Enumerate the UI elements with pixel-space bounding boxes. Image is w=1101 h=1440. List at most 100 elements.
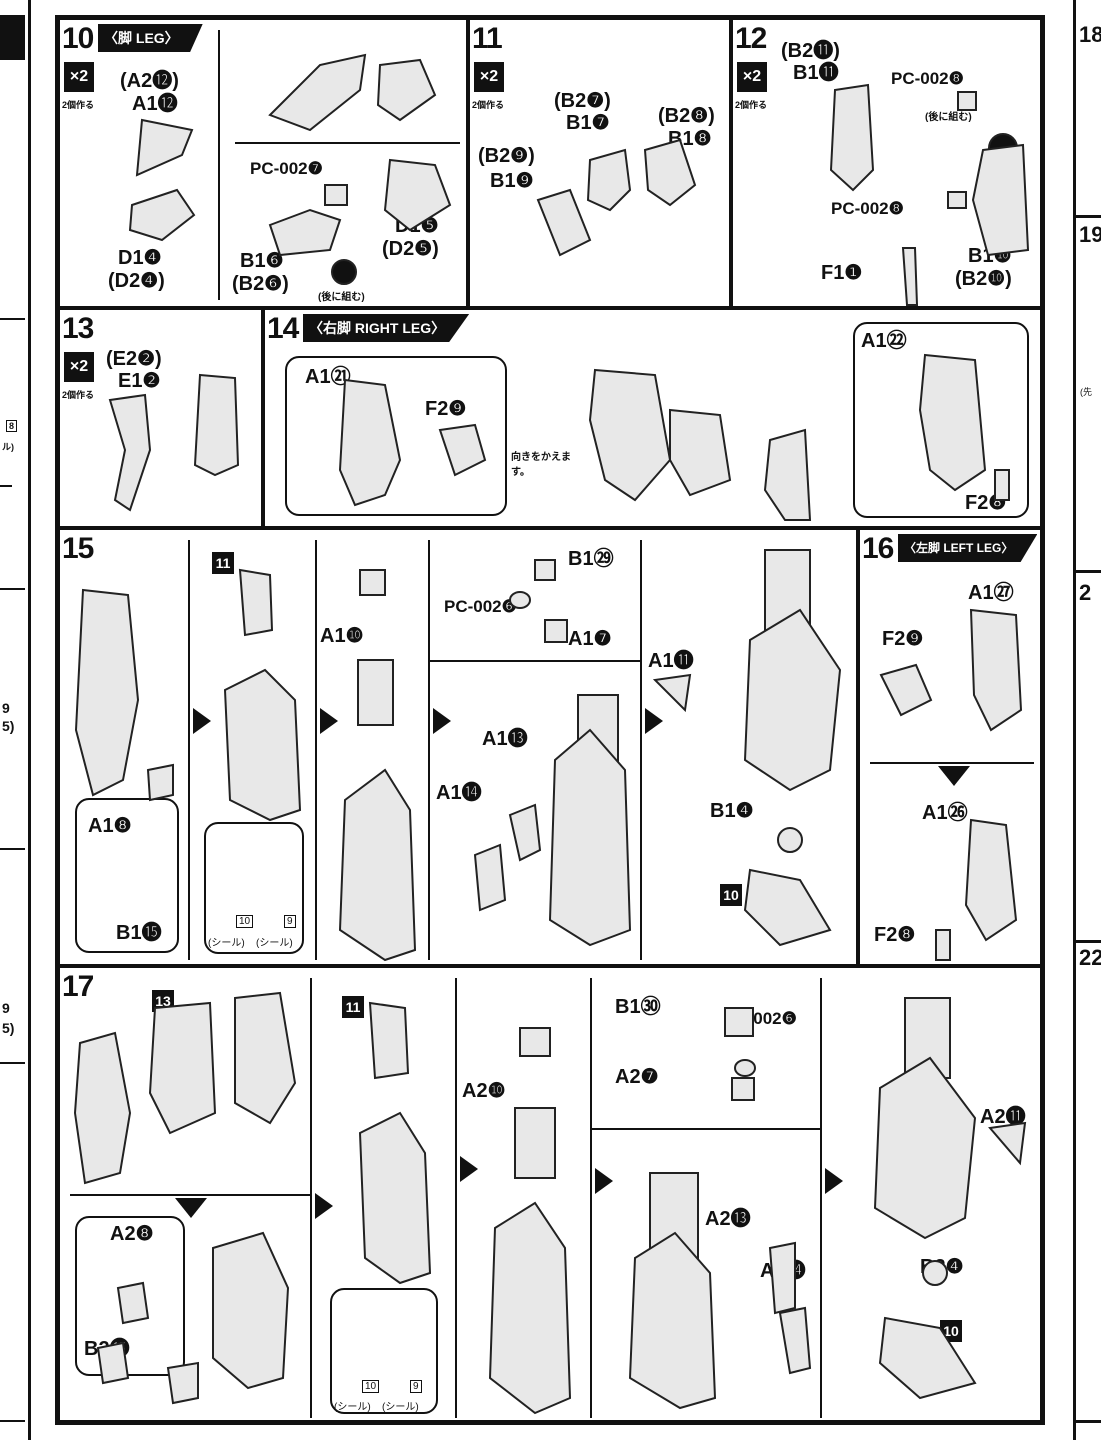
- part-label: B1❾: [490, 170, 534, 192]
- next-arrow: [825, 1168, 843, 1194]
- multiplier-badge: ×2: [737, 62, 767, 92]
- step-15-panel: 15 11 10 A1❽ B1⓯ A1❿ PC-002❻ B1㉙ A1❼ A1⓭…: [58, 528, 858, 966]
- part-label: PC-002❻: [444, 597, 517, 616]
- step-reference-10: 10: [720, 884, 742, 906]
- sub-divider: [870, 762, 1034, 764]
- sub-divider: [310, 978, 312, 1418]
- next-arrow: [595, 1168, 613, 1194]
- part-label: B1㉚: [615, 996, 661, 1018]
- part-label: A1㉖: [922, 802, 968, 824]
- sub-divider: [428, 540, 430, 960]
- part-label: A1㉒: [861, 330, 907, 352]
- edge-divider: [0, 1062, 25, 1064]
- step-11-panel: 11 ×2 2個作る (B2❼) B1❼ (B2❽) B1❽ (B2❾) B1❾: [468, 18, 731, 308]
- sticker-label: (シール): [334, 1402, 371, 1413]
- edge-text: 9: [2, 700, 10, 716]
- leg-part-drawing: [74, 588, 174, 802]
- next-arrow: [175, 1198, 207, 1218]
- step-number: 15: [62, 532, 94, 565]
- edge-divider: [1076, 570, 1101, 573]
- edge-divider: [0, 848, 25, 850]
- next-arrow: [645, 708, 663, 734]
- part-label: E1❷: [118, 370, 161, 392]
- edge-step-number: 18: [1079, 22, 1101, 47]
- step-10-panel: 10 〈脚 LEG〉 ×2 2個作る (A2⓬) A1⓬ PC-002❼ D1❹…: [58, 18, 468, 308]
- edge-text: 5): [2, 1020, 15, 1036]
- part-label: F2❽: [874, 924, 916, 946]
- leg-part-drawing: [879, 608, 1023, 732]
- sticker-label: (シール): [256, 938, 293, 949]
- assembly-note: (後に組む): [318, 292, 365, 303]
- black-joint-icon: [331, 259, 357, 285]
- step-number: 14: [267, 312, 299, 345]
- sub-divider: [218, 30, 220, 300]
- leg-part-drawing: [873, 997, 1027, 1400]
- sub-divider: [590, 978, 592, 1418]
- leg-part-drawing: [96, 1231, 290, 1405]
- part-label: PC-002❽: [831, 199, 904, 218]
- next-arrow: [938, 766, 970, 786]
- part-label: F2❾: [425, 398, 467, 420]
- part-label: (B2⓫): [781, 40, 840, 62]
- leg-part-drawing: [488, 1027, 572, 1415]
- step-number: 13: [62, 312, 94, 345]
- edge-header-block: [0, 15, 25, 60]
- step-reference-11: 11: [342, 996, 364, 1018]
- part-label: A1㉑: [305, 366, 351, 388]
- next-arrow: [460, 1156, 478, 1182]
- sub-divider: [455, 978, 457, 1418]
- step-number: 16: [862, 532, 894, 565]
- step-title: 〈脚 LEG〉: [98, 24, 203, 52]
- part-label: (D2❹): [108, 270, 165, 292]
- sub-divider: [235, 142, 460, 144]
- step-number: 17: [62, 970, 94, 1003]
- leg-part-drawing: [268, 53, 437, 132]
- part-label: PC-002❽: [891, 69, 964, 88]
- step-13-panel: 13 ×2 2個作る (E2❷) E1❷: [58, 308, 263, 528]
- part-label: (B2❼): [554, 90, 611, 112]
- part-label: A1❽: [88, 815, 132, 837]
- part-label: (D2❺): [382, 238, 439, 260]
- part-label: A2❼: [615, 1066, 659, 1088]
- multiplier-note: 2個作る: [62, 390, 95, 400]
- step-12-panel: 12 ×2 2個作る (B2⓫) B1⓫ PC-002❽ (後に組む) PC-0…: [731, 18, 1042, 308]
- step-16-panel: 16 〈左脚 LEFT LEG〉 F2❾ A1㉗ A1㉖ F2❽: [858, 528, 1042, 966]
- edge-step-number: 19: [1079, 222, 1101, 247]
- leg-part-drawing: [935, 818, 1018, 961]
- leg-part-drawing: [473, 559, 632, 947]
- step-17-panel: 17 13 11 10 A2❽ B2⓯ A2❿ B1㉚ PC-002❻ A2❼ …: [58, 966, 1042, 1422]
- part-label: A1⓫: [648, 650, 694, 672]
- sticker-number: 10: [362, 1380, 380, 1393]
- leg-part-drawing: [108, 373, 240, 512]
- part-label: B1❼: [566, 112, 610, 134]
- edge-text: 5): [2, 718, 15, 734]
- part-label: F2❾: [882, 628, 924, 650]
- sub-divider: [592, 1128, 820, 1130]
- leg-part-drawing: [536, 138, 697, 257]
- leg-part-drawing: [829, 83, 1030, 306]
- assembly-note: 向きをかえます。: [511, 452, 571, 478]
- edge-divider: [0, 485, 12, 487]
- edge-text: (先: [1080, 387, 1092, 397]
- step-reference-11: 11: [212, 552, 234, 574]
- part-label: A1❿: [320, 625, 364, 647]
- multiplier-badge: ×2: [474, 62, 504, 92]
- assembly-note: (後に組む): [925, 112, 972, 123]
- edge-divider: [0, 1420, 25, 1422]
- adjacent-page-left: 8 ル) 9 5) 9 5): [0, 0, 31, 1440]
- sticker-number: 9: [410, 1380, 422, 1393]
- sticker-number: 9: [284, 915, 296, 928]
- multiplier-note: 2個作る: [735, 100, 768, 110]
- part-label: D1❹: [118, 247, 162, 269]
- sticker-label: (シール): [208, 938, 245, 949]
- leg-part-drawing: [338, 368, 812, 521]
- multiplier-note: 2個作る: [62, 100, 95, 110]
- part-label: (B2❾): [478, 145, 535, 167]
- step-14-panel: 14 〈右脚 RIGHT LEG〉 A1㉑ F2❾ 向きをかえます。 A1㉒ F…: [263, 308, 1042, 528]
- edge-divider: [1076, 215, 1101, 218]
- callout-box: [75, 798, 179, 953]
- step-number: 12: [735, 22, 767, 55]
- edge-divider: [0, 588, 25, 590]
- leg-part-drawing: [358, 1001, 432, 1285]
- step-number: 10: [62, 22, 94, 55]
